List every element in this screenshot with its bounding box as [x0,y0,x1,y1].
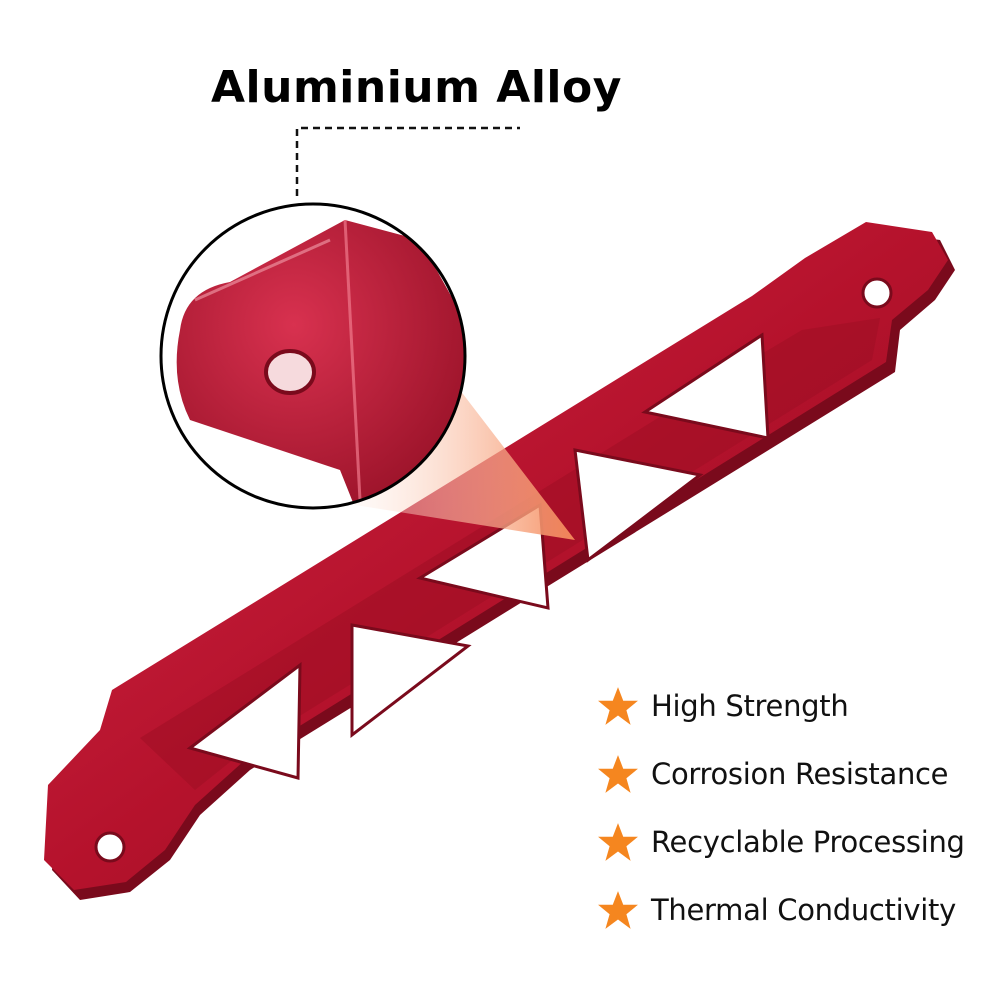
page-title: Aluminium Alloy [211,62,622,113]
feature-label: Recyclable Processing [651,825,965,859]
star-icon [598,687,638,725]
feature-item: Corrosion Resistance [597,740,997,808]
star-icon [598,755,638,793]
feature-item: Thermal Conductivity [597,876,997,944]
feature-list: High Strength Corrosion Resistance Recyc… [597,672,997,944]
feature-item: Recyclable Processing [597,808,997,876]
feature-item: High Strength [597,672,997,740]
feature-label: Thermal Conductivity [651,893,956,927]
zoom-detail-circle [159,202,467,510]
battery-bracket [44,222,955,900]
leader-line [295,126,520,196]
feature-label: High Strength [651,689,849,723]
star-icon [598,823,638,861]
star-icon [598,891,638,929]
triangle-cutouts [186,332,770,780]
feature-label: Corrosion Resistance [651,757,949,791]
